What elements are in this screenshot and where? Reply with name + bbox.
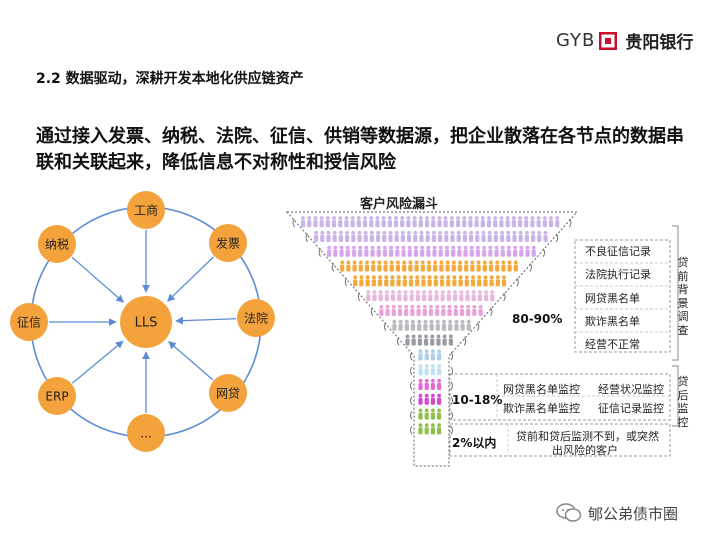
wechat-icon [556,503,582,522]
hub-arrow [71,256,125,303]
post-loan-box [449,373,671,421]
watermark-text: 郇公弟债市圈 [588,504,679,523]
funnel-row [370,304,493,317]
post-loan-label: 贷后监控 [677,375,689,429]
risk-funnel [285,211,679,467]
brand-logo: GYB 贵阳银行 [556,28,693,53]
hub-node [10,303,48,341]
funnel-row [410,423,453,435]
pre-loan-item: 不良征信记录 [585,245,651,258]
hub-node-label: 纳税 [45,238,69,252]
funnel-row [318,245,546,257]
hub-node [237,299,275,337]
post-loan-percentage: 10-18% [452,393,503,407]
hub-node-label: 法院 [244,312,268,326]
funnel-row [357,290,506,302]
pre-loan-item: 法院执行记录 [585,268,651,281]
funnel-row [344,275,519,287]
hub-node [38,377,76,415]
hub-center-label: LLS [135,316,158,331]
hub-node-label: 发票 [216,236,240,251]
funnel-row [383,319,480,331]
hub-arrow [71,340,124,384]
funnel-row [410,349,453,361]
slide-headline: 通过接入发票、纳税、法院、征信、供销等数据源，把企业散落在各节点的数据串联和关联… [36,126,684,173]
watermark: 郇公弟债市圈 [556,502,678,524]
post-loan-item: 征信记录监控 [598,402,664,415]
bottom-percentage: 2%以内 [452,436,497,450]
pre-loan-item: 网贷黑名单 [585,292,640,305]
hub-node [127,191,165,229]
funnel-row [410,378,453,391]
post-loan-item: 经营状况监控 [598,383,664,396]
bottom-description-line1: 贷前和贷后监测不到，或突然 [516,430,659,443]
pre-loan-item: 经营不正常 [585,338,640,351]
bottom-box [449,423,671,457]
funnel-outline [285,211,579,467]
slide-subtitle: 2.2 数据驱动，深耕开发本地化供应链资产 [36,71,304,87]
hub-node [38,225,76,263]
funnel-row [410,408,453,420]
hub-node-label: 工商 [134,203,158,218]
funnel-row [410,364,453,376]
hub-arrow [168,341,214,381]
hub-node-label: 网贷 [216,387,240,401]
funnel-row [305,230,559,243]
pre-loan-bracket [672,225,679,361]
hub-node [209,374,247,412]
pre-loan-box [574,239,671,353]
funnel-title: 客户风险漏斗 [360,197,439,212]
hub-arrow [175,316,237,325]
pre-loan-percentage: 80-90% [512,312,563,326]
hub-node-label: ERP [45,390,68,404]
pre-loan-label: 贷前背景调查 [677,256,689,337]
post-loan-item: 网贷黑名单监控 [503,383,580,396]
hub-node-label: 征信 [17,316,41,330]
hub-center [120,296,172,348]
post-loan-item: 欺诈黑名单监控 [503,402,580,415]
funnel-row [397,334,467,346]
funnel-row [410,393,453,405]
bank-emblem-icon [599,31,618,50]
bottom-description-line2: 出风险的客户 [552,444,618,457]
hub-node-label: ... [140,427,151,441]
hub-node [127,414,165,452]
hub-arrow [167,256,215,302]
funnel-row [331,260,532,272]
post-loan-bracket [672,365,679,427]
logo-chinese: 贵阳银行 [625,33,694,53]
funnel-row [292,216,572,228]
pre-loan-item: 欺诈黑名单 [585,315,640,328]
logo-latin: GYB [556,30,596,51]
hub-node [209,224,247,262]
